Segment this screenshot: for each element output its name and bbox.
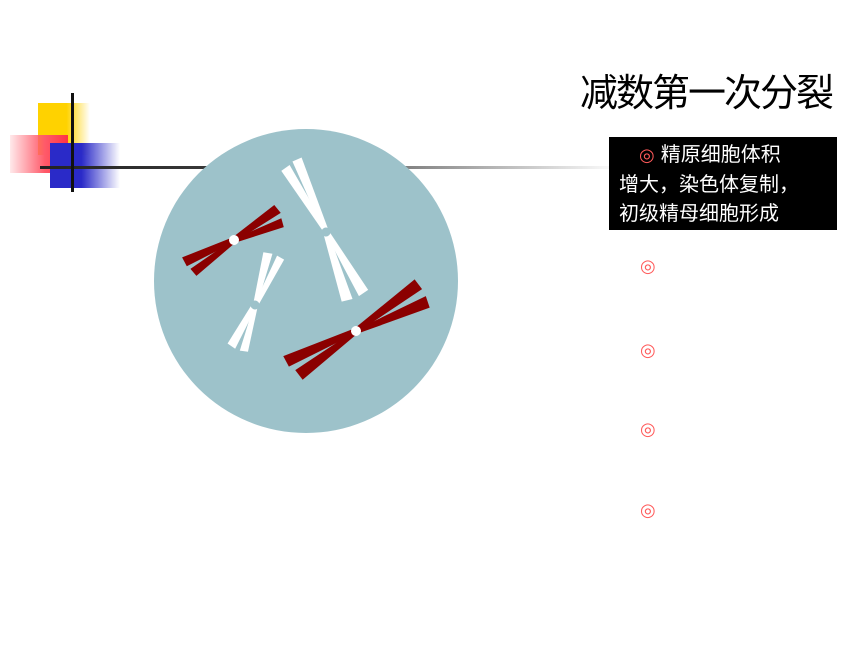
info-text-1: 精原细胞体积 [660,142,781,166]
bullet-icon: ◎ [640,419,656,440]
chromosome-light-large [281,157,369,302]
decorative-vertical-line [71,93,74,192]
chromosome-dark-large [283,279,430,380]
bullet-icon: ◎ [640,256,656,277]
info-box: ◎精原细胞体积 增大，染色体复制， 初级精母细胞形成 [609,137,837,230]
info-line-2: 增大，染色体复制， [619,172,799,196]
bullet-icon: ◎ [639,145,655,166]
info-line-3: 初级精母细胞形成 [619,201,779,225]
bullet-icon: ◎ [640,340,656,361]
decorative-blue-square [50,143,120,188]
cell-body [154,129,458,433]
info-line-1: ◎精原细胞体积 [619,140,837,170]
bullet-icon: ◎ [640,500,656,521]
chromosome-light-small [227,252,285,352]
slide-title: 减数第一次分裂 [579,71,834,115]
chromosome-dark-small [182,204,284,276]
